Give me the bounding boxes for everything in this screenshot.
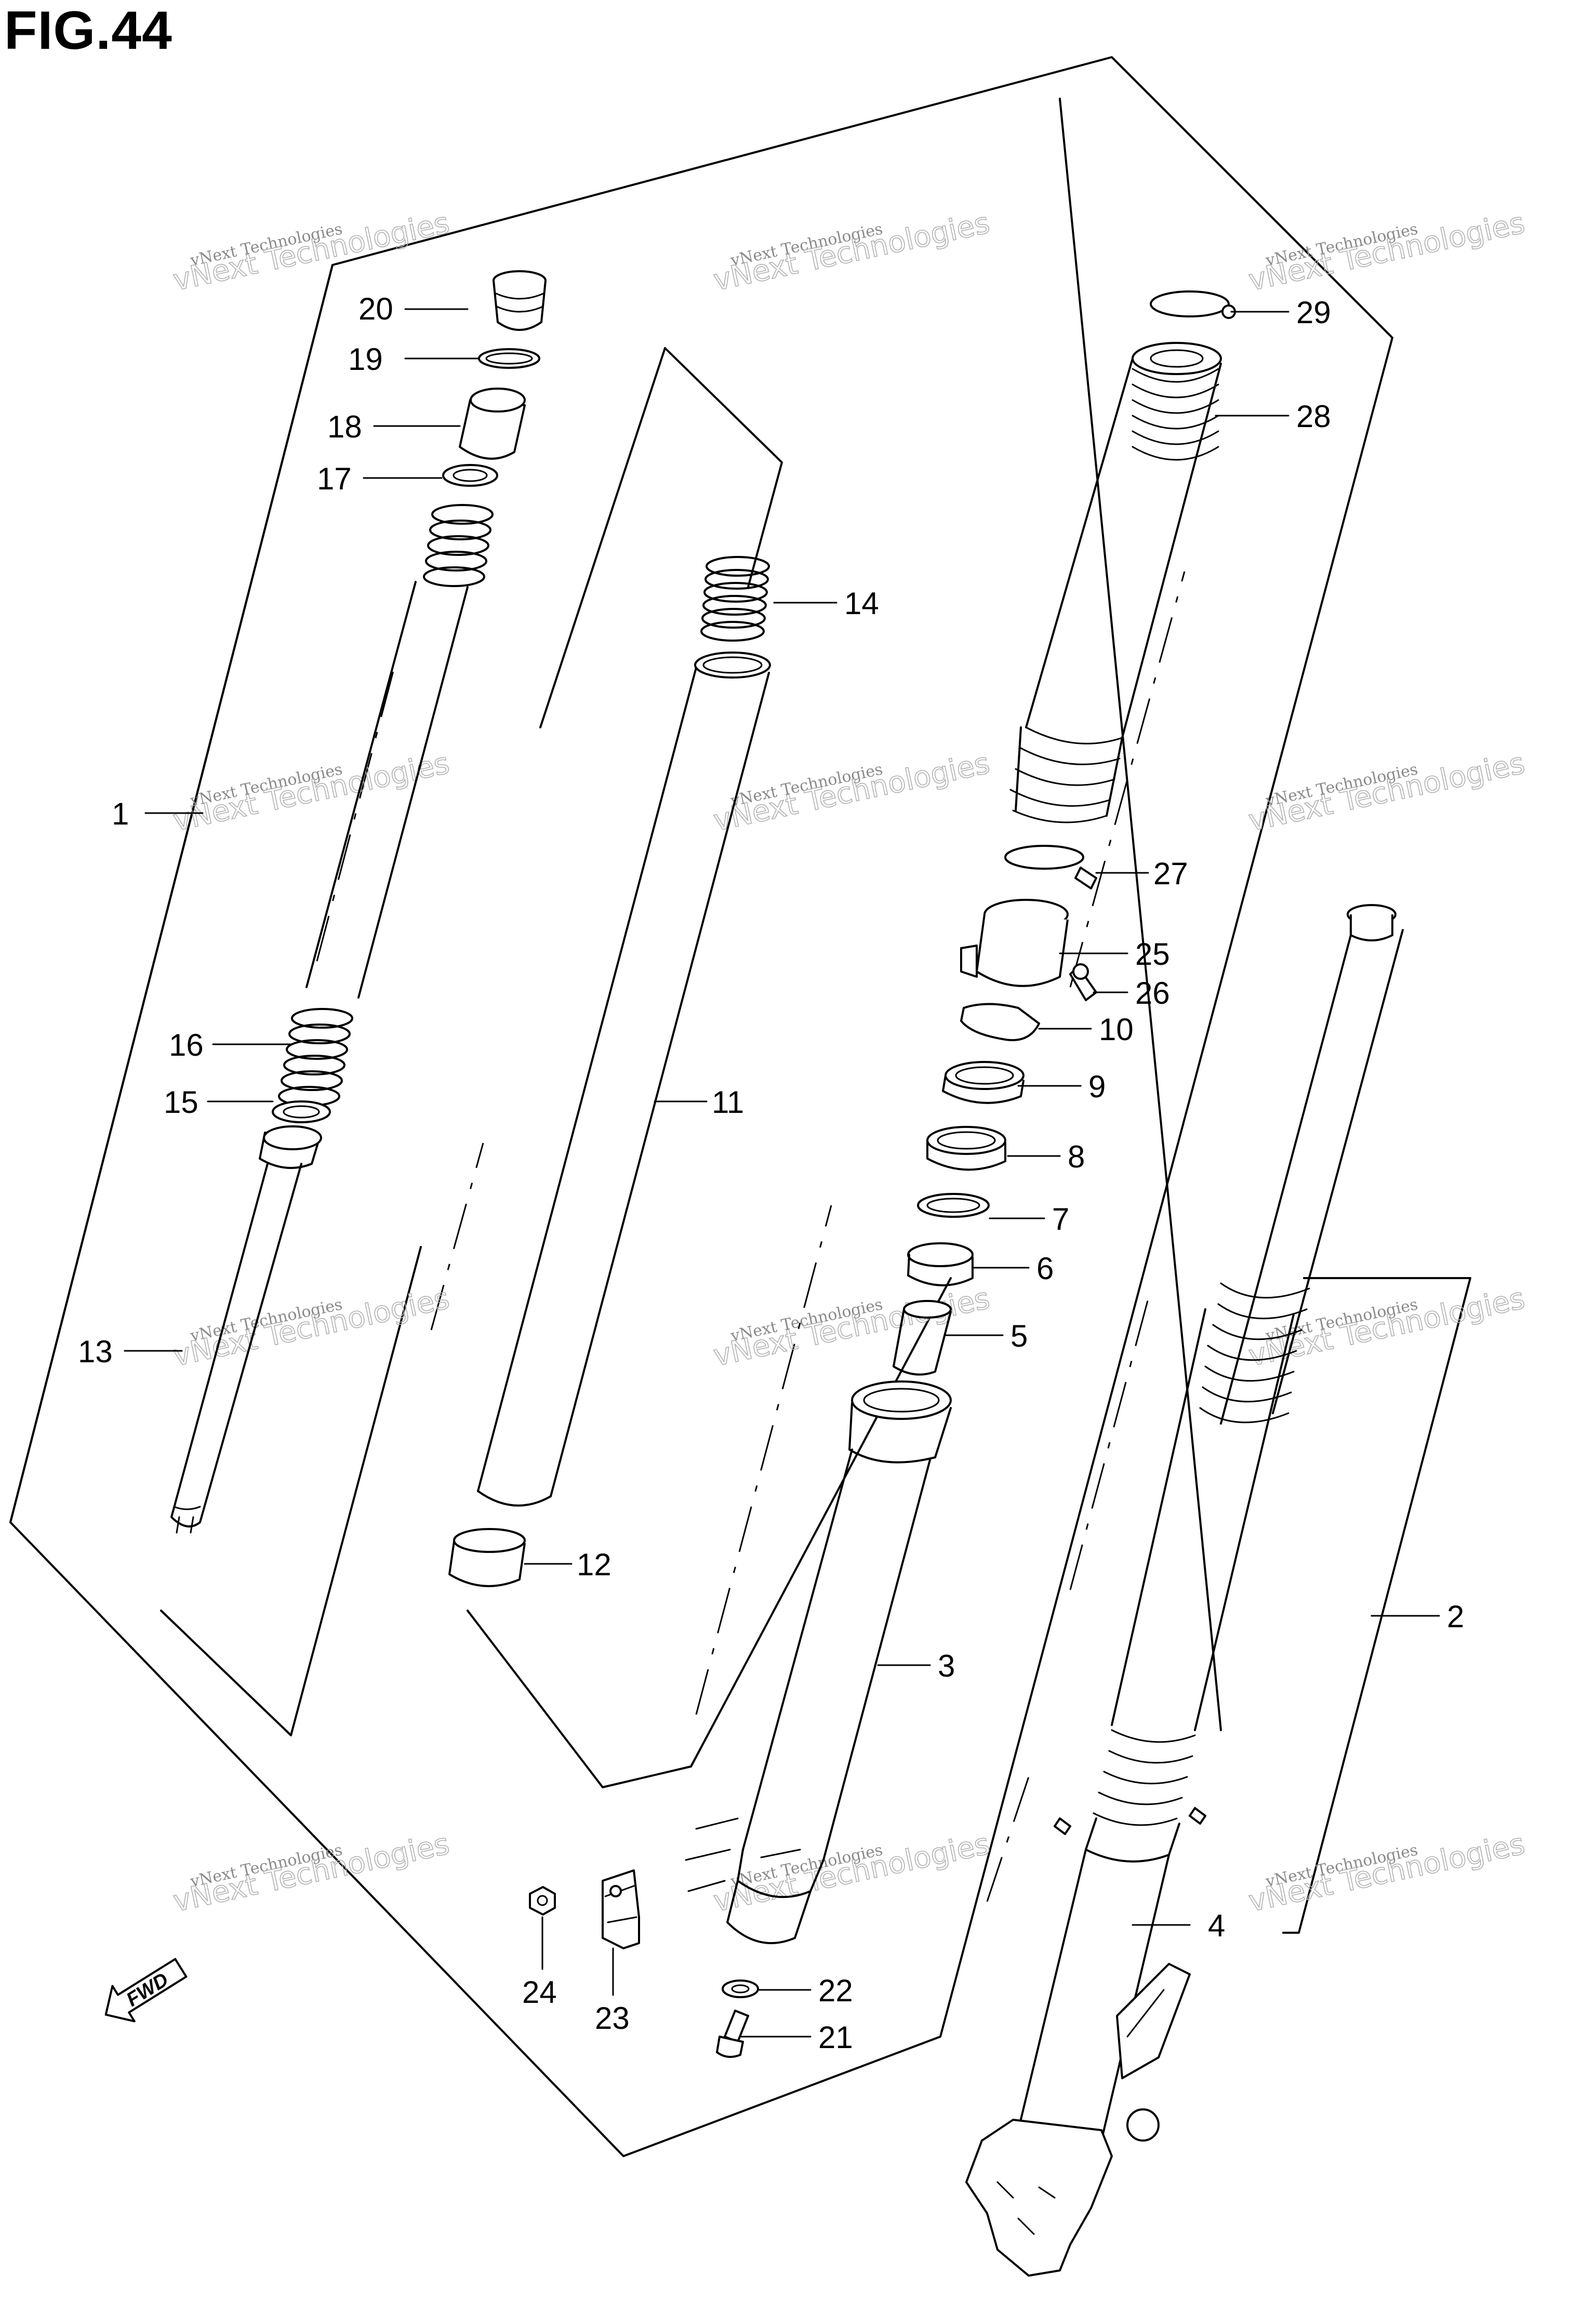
part-25-holder bbox=[960, 899, 1069, 987]
callout-4: 4 bbox=[1208, 1908, 1225, 1943]
part-3-outer-tube bbox=[685, 1380, 952, 1944]
part-20-cap-bolt bbox=[493, 270, 547, 331]
spring-top-coils bbox=[423, 504, 494, 587]
callout-5: 5 bbox=[1010, 1319, 1028, 1353]
part-26-screw bbox=[1069, 963, 1097, 1001]
part-28-fork-boot bbox=[1009, 342, 1222, 823]
callout-1: 1 bbox=[112, 796, 129, 831]
part-17-washer bbox=[442, 464, 498, 487]
callout-26: 26 bbox=[1135, 976, 1170, 1011]
callout-29: 29 bbox=[1296, 295, 1331, 330]
callout-13: 13 bbox=[78, 1334, 113, 1369]
callout-6: 6 bbox=[1036, 1251, 1054, 1286]
part-19-o-ring bbox=[478, 348, 540, 369]
part-23-axle-holder bbox=[602, 1869, 640, 1949]
callout-23: 23 bbox=[595, 2001, 630, 2036]
callout-3: 3 bbox=[938, 1649, 955, 1683]
callout-19: 19 bbox=[348, 342, 383, 377]
part-1-damper-tube bbox=[305, 581, 469, 999]
part-16-rebound-spring bbox=[278, 1008, 353, 1107]
callout-22: 22 bbox=[818, 1973, 853, 2008]
callout-24: 24 bbox=[522, 1975, 557, 2010]
callout-12: 12 bbox=[577, 1547, 611, 1582]
part-7-washer bbox=[917, 1193, 990, 1218]
callout-2: 2 bbox=[1447, 1599, 1464, 1634]
part-27-clamp bbox=[1004, 845, 1097, 889]
part-11-pipe bbox=[477, 652, 771, 1507]
callout-27: 27 bbox=[1153, 856, 1188, 891]
leader-lines bbox=[124, 308, 1440, 2038]
watermarks: vNext Technologies vNext Technologies vN… bbox=[170, 206, 1528, 1919]
inner-rod-group-box bbox=[9, 264, 952, 1768]
part-12-collar bbox=[448, 1528, 526, 1587]
fwd-direction-badge: FWD bbox=[104, 1958, 188, 2023]
callout-25: 25 bbox=[1135, 937, 1170, 972]
part-14-spring bbox=[700, 556, 770, 642]
figure-title: FIG.44 bbox=[4, 1, 172, 61]
centerlines bbox=[316, 571, 1186, 1902]
callout-15: 15 bbox=[164, 1085, 198, 1120]
spring-tube-group-box bbox=[467, 347, 783, 1788]
part-21-bolt bbox=[716, 2010, 749, 2058]
part-10-ring bbox=[960, 1003, 1040, 1041]
callout-14: 14 bbox=[844, 586, 879, 621]
part-18-spacer bbox=[459, 388, 526, 460]
callout-8: 8 bbox=[1068, 1139, 1085, 1174]
part-22-washer bbox=[722, 1979, 759, 1998]
part-29-clamp bbox=[1150, 290, 1236, 319]
part-6-bushing bbox=[907, 1242, 974, 1286]
part-2-fork-assembly bbox=[965, 904, 1404, 2277]
part-15-washer bbox=[272, 1100, 331, 1123]
callout-18: 18 bbox=[327, 409, 362, 444]
callout-7: 7 bbox=[1052, 1202, 1069, 1237]
callout-16: 16 bbox=[169, 1028, 204, 1062]
callout-20: 20 bbox=[358, 291, 393, 326]
callout-labels: 20 19 18 17 1 16 15 13 14 11 12 29 28 27… bbox=[78, 291, 1464, 2055]
callout-9: 9 bbox=[1088, 1069, 1106, 1104]
callout-10: 10 bbox=[1099, 1012, 1134, 1047]
callout-11: 11 bbox=[712, 1085, 744, 1120]
part-9-oil-seal bbox=[942, 1061, 1025, 1104]
part-13-inner-rod bbox=[170, 1125, 322, 1534]
callout-28: 28 bbox=[1296, 399, 1331, 434]
outer-assembly-group-box bbox=[1059, 98, 1471, 1934]
callout-17: 17 bbox=[317, 461, 352, 496]
part-5-bushing bbox=[893, 1300, 952, 1376]
part-8-stopper bbox=[926, 1126, 1006, 1171]
part-24-nut bbox=[529, 1886, 556, 1916]
callout-21: 21 bbox=[818, 2020, 853, 2055]
